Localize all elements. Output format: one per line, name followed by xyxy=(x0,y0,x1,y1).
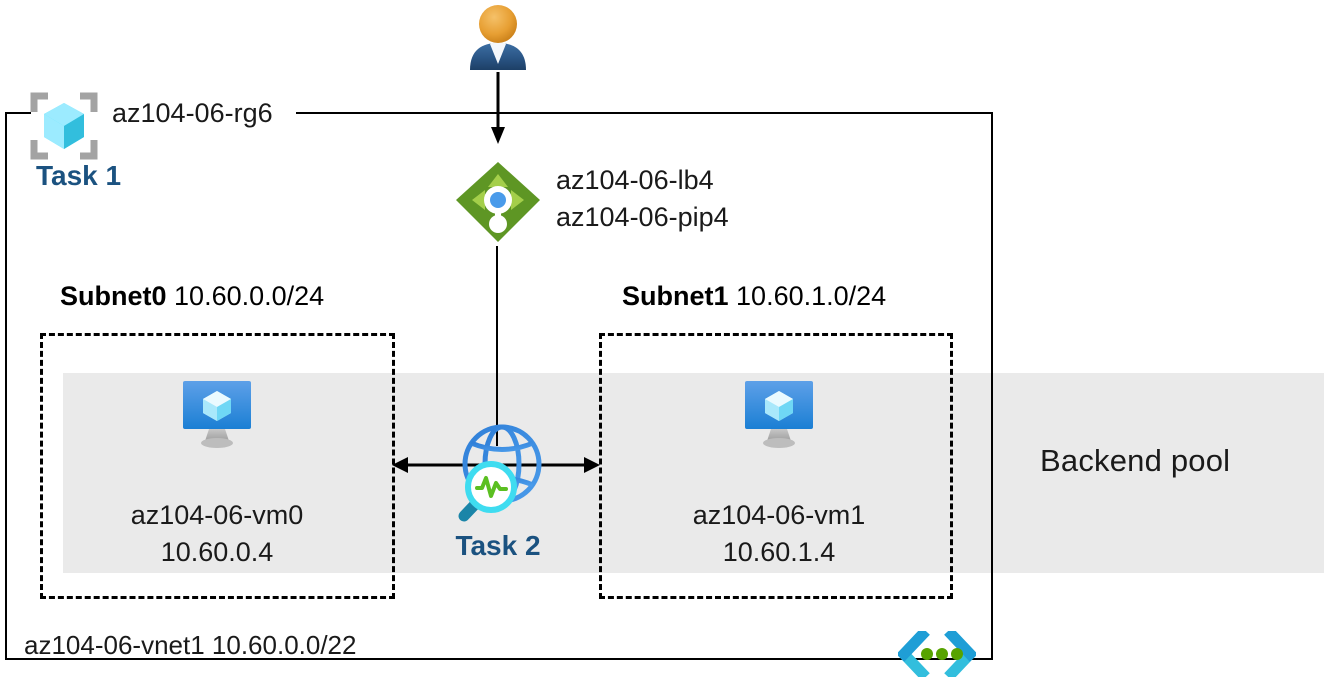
subnet1-box xyxy=(599,333,953,599)
task-2-label: Task 2 xyxy=(455,530,541,561)
vm0-name: az104-06-vm0 xyxy=(130,500,304,530)
backend-pool-band xyxy=(63,373,1324,573)
user-to-lb-arrow xyxy=(489,72,507,144)
subnet0-name: Subnet0 xyxy=(60,281,167,311)
subnet0-label: Subnet0 10.60.0.0/24 xyxy=(60,281,324,312)
backend-pool-label: Backend pool xyxy=(1040,443,1231,478)
vm0-labels: az104-06-vm0 10.60.0.4 xyxy=(67,497,367,571)
vm1-name: az104-06-vm1 xyxy=(692,500,866,530)
virtual-network-icon xyxy=(896,627,978,681)
vnet-label: az104-06-vnet1 10.60.0.0/22 xyxy=(24,630,357,660)
vm1-ip: 10.60.1.4 xyxy=(722,537,836,567)
resource-group-border-top-right xyxy=(296,112,993,114)
load-balancer-icon xyxy=(452,158,544,250)
subnet1-cidr: 10.60.1.0/24 xyxy=(736,281,887,311)
subnet1-name: Subnet1 xyxy=(622,281,729,311)
resource-group-border-right xyxy=(991,112,993,660)
resource-group-border-left xyxy=(5,112,7,660)
resource-group-icon xyxy=(30,92,98,160)
subnet0-cidr: 10.60.0.0/24 xyxy=(174,281,325,311)
virtual-machine-icon xyxy=(179,379,255,451)
public-ip-name: az104-06-pip4 xyxy=(556,202,729,232)
vm1-labels: az104-06-vm1 10.60.1.4 xyxy=(629,497,929,571)
subnet1-label: Subnet1 10.60.1.0/24 xyxy=(622,281,886,312)
task-1-label: Task 1 xyxy=(36,160,122,191)
resource-group-border-top-left xyxy=(5,112,31,114)
user-icon xyxy=(462,2,534,74)
load-balancer-name: az104-06-lb4 xyxy=(556,165,714,195)
lb-to-vnet-connector xyxy=(496,246,498,446)
subnet0-box xyxy=(40,333,395,599)
resource-group-name: az104-06-rg6 xyxy=(112,98,273,128)
vm0-ip: 10.60.0.4 xyxy=(160,537,274,567)
network-watcher-globe-icon xyxy=(446,420,550,524)
load-balancer-labels: az104-06-lb4 az104-06-pip4 xyxy=(556,162,729,236)
virtual-machine-icon xyxy=(741,379,817,451)
resource-group-border-bottom xyxy=(5,658,993,660)
